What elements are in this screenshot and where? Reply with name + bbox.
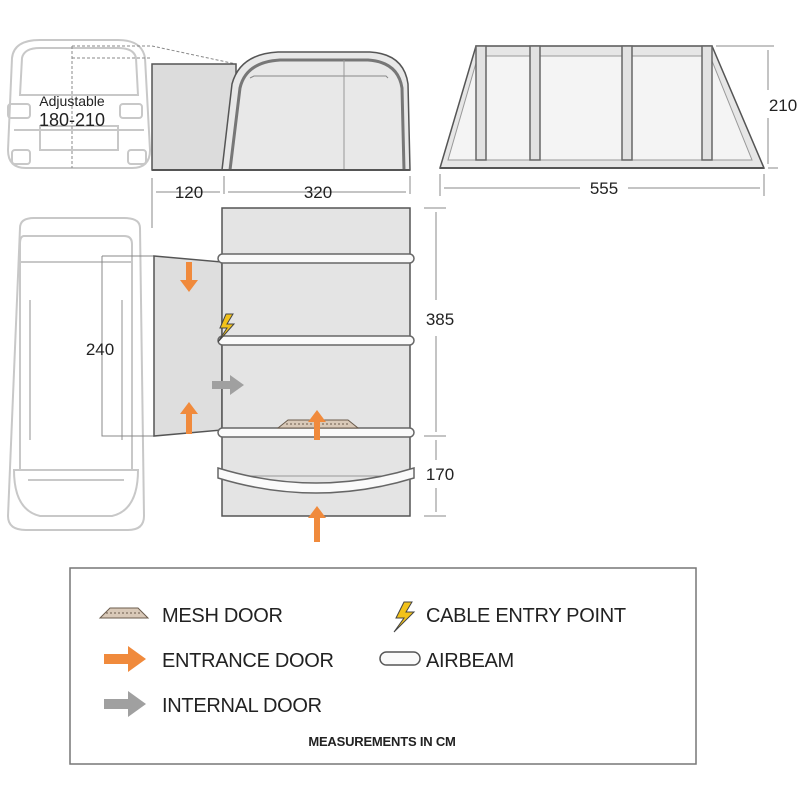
airbeams [217,253,415,494]
adjust-range: 180-210 [39,110,105,130]
airbeam-icon [379,651,421,666]
entrance-door-icon [104,646,146,672]
frame-end-view [438,45,766,169]
van-top-view [6,217,146,531]
legend-entrance-door: ENTRANCE DOOR [162,650,334,672]
entrance-door-arrow [308,506,326,542]
frame-poles [475,45,713,161]
legend-internal-door: INTERNAL DOOR [162,695,322,717]
adjust-label: Adjustable [39,93,105,109]
dim-main-depth: 385 [426,310,454,329]
mesh-door-icon [98,607,150,619]
internal-door-icon [104,691,146,717]
entrance-door-arrow [180,402,198,434]
plan-dimension-lines [424,207,446,517]
dim-awning-width: 120 [175,183,203,202]
awning-side-view [151,51,411,171]
height-adjust-guide [71,45,237,168]
cable-entry-legend-icon [393,601,416,633]
dim-tent-width: 320 [304,183,332,202]
van-width-guide [101,255,154,437]
van-rear-view [6,39,152,169]
legend-box [69,567,697,765]
dim-porch-depth: 170 [426,465,454,484]
cable-entry-icon [217,313,236,343]
side-dimension-lines [151,176,411,228]
entrance-door-arrow [180,262,198,292]
internal-door-arrow [212,375,244,395]
legend-mesh-door: MESH DOOR [162,605,283,627]
entrance-door-arrow [308,410,326,440]
legend-airbeam: AIRBEAM [426,650,514,672]
end-dimension-lines [439,45,778,196]
legend-cable-entry: CABLE ENTRY POINT [426,605,626,627]
dim-van-width: 240 [86,340,114,359]
dim-height: 210 [769,96,797,115]
legend-footnote: MEASUREMENTS IN CM [308,734,455,749]
dim-length: 555 [590,179,618,198]
